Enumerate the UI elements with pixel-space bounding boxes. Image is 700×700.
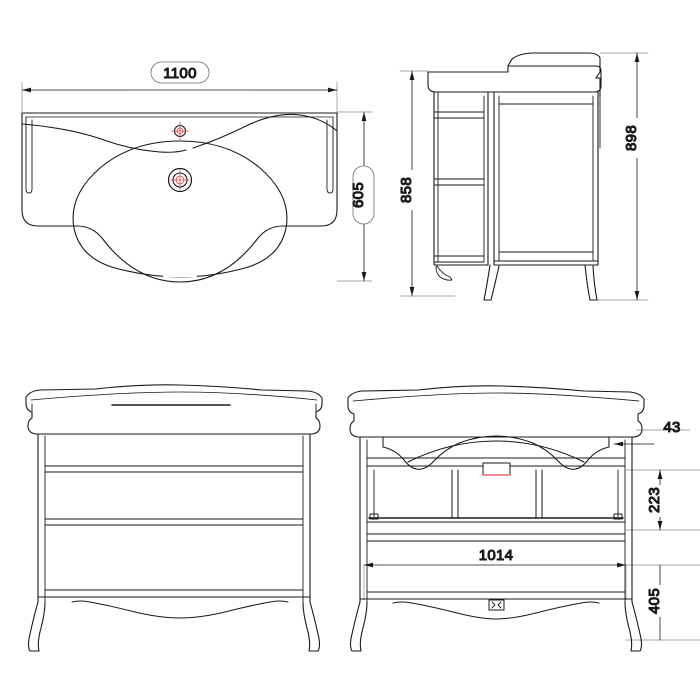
rear-drain-cutout (482, 462, 511, 476)
dimension-1014: 1014 (363, 546, 627, 568)
dimension-605-pill (352, 165, 375, 225)
view-cabinet-rear: 43 223 405 1014 (347, 385, 700, 652)
dimension-405: 405 (645, 564, 669, 641)
rear-countertop (347, 385, 645, 438)
faucet-hole (170, 121, 190, 141)
side-countertop (427, 65, 602, 93)
rear-countertop-inner (352, 392, 640, 402)
dimension-605: 605 (349, 111, 375, 282)
extension-lines-bottom-right (363, 429, 700, 641)
dimension-858: 858 (397, 70, 421, 297)
side-apron-scroll (435, 265, 453, 281)
dimension-405-label: 405 (646, 588, 663, 614)
basin-back-edge-curve-right (192, 113, 338, 149)
dimension-898-label: 898 (623, 125, 640, 151)
rear-shelf-foot-right (613, 513, 623, 520)
dimension-223-label: 223 (646, 487, 663, 513)
dimension-1100-pill (150, 61, 210, 84)
side-basin-profile (507, 52, 601, 97)
dimension-223: 223 (645, 469, 669, 531)
view-cabinet-side: 858 898 (397, 52, 649, 301)
view-cabinet-front (25, 384, 323, 652)
extension-lines-top-left (21, 81, 373, 282)
front-countertop (25, 384, 323, 435)
drain-hole (167, 167, 193, 193)
side-leg-front (483, 264, 500, 301)
view-basin-top: 1100 605 (21, 61, 375, 283)
rear-basin-bowl-arc (407, 440, 585, 463)
dimension-43: 43 (613, 418, 681, 447)
front-apron-scroll (71, 600, 289, 619)
dimension-898: 898 (622, 52, 646, 301)
front-leg-left (27, 601, 46, 652)
front-countertop-inner (30, 391, 318, 401)
side-carcass (493, 91, 599, 266)
dimension-43-label: 43 (663, 419, 680, 436)
rear-leg-right (624, 601, 643, 652)
backsplash-rail-left (25, 116, 33, 194)
rear-shelf-foot-left (369, 513, 379, 520)
dimension-858-label: 858 (398, 177, 415, 203)
rear-apron-scroll (392, 601, 600, 620)
extension-lines-top-right (399, 52, 649, 301)
dimension-1100-label: 1100 (163, 65, 196, 82)
backsplash-rail-right (326, 116, 334, 194)
dimension-1100: 1100 (21, 61, 338, 93)
countertop-outline (21, 112, 338, 283)
side-leg-back (584, 264, 598, 301)
basin-bowl-outline (72, 140, 288, 278)
dimension-1014-label: 1014 (479, 547, 514, 564)
basin-back-edge-curve (21, 123, 187, 153)
rear-center-latch (488, 599, 505, 611)
rear-leg-left (349, 601, 368, 652)
dimension-605-label: 605 (350, 182, 367, 208)
front-leg-right (302, 601, 321, 652)
